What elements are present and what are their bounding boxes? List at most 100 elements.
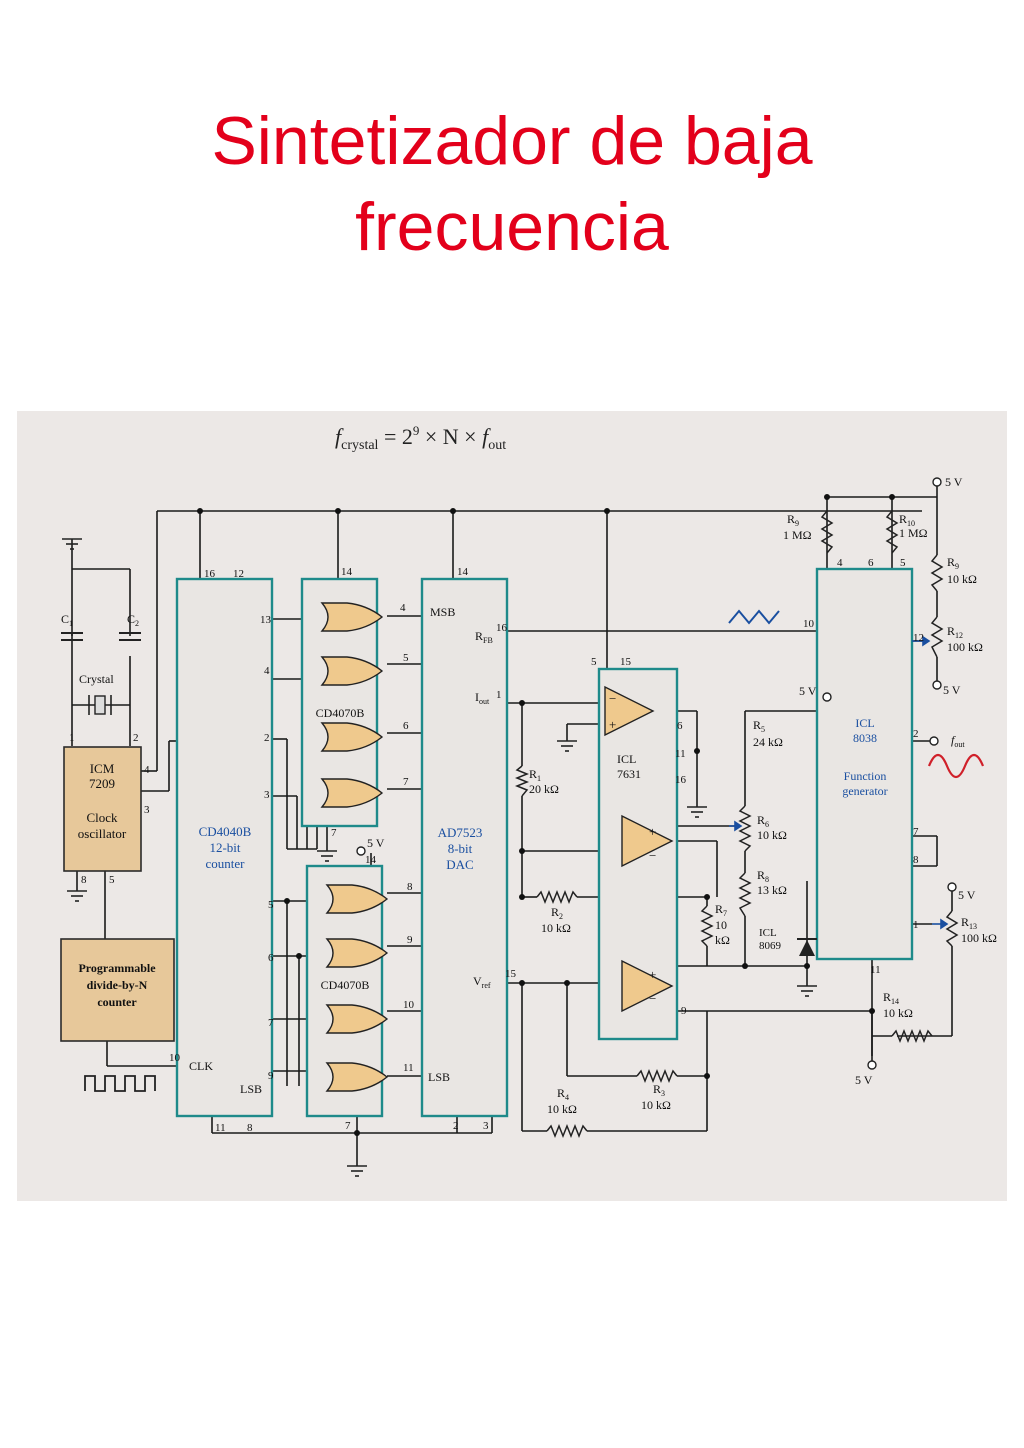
svg-text:−: − <box>609 691 616 706</box>
svg-text:13 kΩ: 13 kΩ <box>757 883 787 897</box>
svg-text:5 V: 5 V <box>799 684 817 698</box>
svg-text:4: 4 <box>264 665 270 677</box>
svg-text:8-bit: 8-bit <box>448 841 473 856</box>
svg-text:1: 1 <box>496 689 502 701</box>
resistors <box>514 510 959 1139</box>
svg-text:ICL: ICL <box>855 716 874 730</box>
svg-text:3: 3 <box>264 789 270 801</box>
sine-wave-icon <box>927 753 985 779</box>
svg-text:Function: Function <box>844 769 887 783</box>
ground-icon <box>797 985 817 997</box>
svg-text:AD7523: AD7523 <box>438 825 483 840</box>
svg-text:7209: 7209 <box>89 776 115 791</box>
svg-text:11: 11 <box>403 1062 414 1074</box>
xor-gate <box>325 1062 389 1092</box>
svg-text:R14: R14 <box>883 990 899 1006</box>
svg-text:1: 1 <box>913 919 919 931</box>
svg-text:5: 5 <box>268 899 274 911</box>
svg-text:R2: R2 <box>551 905 563 921</box>
resistor-r10 <box>885 510 899 554</box>
svg-text:5: 5 <box>403 652 409 664</box>
svg-text:9: 9 <box>268 1070 274 1082</box>
crystal <box>88 695 112 715</box>
diode-icl8069: ICL 8069 <box>759 927 817 956</box>
svg-text:5 V: 5 V <box>855 1073 873 1087</box>
svg-text:10 kΩ: 10 kΩ <box>547 1102 577 1116</box>
svg-text:R10: R10 <box>899 512 915 528</box>
svg-text:R13: R13 <box>961 915 977 931</box>
svg-text:2: 2 <box>453 1120 459 1132</box>
svg-text:ICM: ICM <box>90 761 115 776</box>
op-amp-signs: −+ +− +− <box>609 691 656 1006</box>
svg-text:10 kΩ: 10 kΩ <box>947 572 977 586</box>
xor-gate <box>325 884 389 914</box>
svg-text:−: − <box>649 848 656 863</box>
svg-text:counter: counter <box>206 856 246 871</box>
svg-text:6: 6 <box>403 720 409 732</box>
ground-icon <box>347 1165 367 1177</box>
svg-text:5: 5 <box>900 557 906 569</box>
resistor-r4 <box>546 1123 588 1139</box>
svg-text:13: 13 <box>260 614 272 626</box>
svg-text:ICL: ICL <box>759 927 777 939</box>
resistor-r9a <box>820 510 834 554</box>
terminal-icon <box>932 680 942 690</box>
svg-text:DAC: DAC <box>446 857 473 872</box>
triangle-wave-icon <box>728 609 780 625</box>
svg-text:R12: R12 <box>947 624 963 640</box>
svg-text:counter: counter <box>97 995 137 1009</box>
svg-text:14: 14 <box>365 854 377 866</box>
chip-divide-by-n-counter: Programmable divide-by-N counter <box>60 938 175 1042</box>
terminal-icon <box>947 882 957 892</box>
formula: fcrystal = 29 × N × fout <box>335 423 506 453</box>
resistor-labels: R1 20 kΩ R2 10 kΩ R3 10 kΩ R4 10 kΩ R5 2… <box>529 512 997 1116</box>
svg-text:7: 7 <box>403 776 409 788</box>
svg-text:10 kΩ: 10 kΩ <box>883 1006 913 1020</box>
svg-text:7: 7 <box>331 827 337 839</box>
svg-text:R9: R9 <box>787 512 799 528</box>
svg-text:16: 16 <box>675 774 687 786</box>
resistor-r14 <box>891 1028 933 1044</box>
svg-text:20 kΩ: 20 kΩ <box>529 782 559 796</box>
svg-text:5 V: 5 V <box>958 888 976 902</box>
slide-title-line-2: frecuencia <box>355 189 669 265</box>
svg-text:C1: C1 <box>61 612 73 628</box>
svg-text:12: 12 <box>233 568 244 580</box>
svg-text:10: 10 <box>715 918 727 932</box>
svg-text:1: 1 <box>69 732 75 744</box>
svg-text:oscillator: oscillator <box>78 826 127 841</box>
svg-text:6: 6 <box>868 557 874 569</box>
svg-text:CD4070B: CD4070B <box>316 706 365 720</box>
svg-text:R1: R1 <box>529 767 541 783</box>
terminal-icon <box>932 477 942 487</box>
ground-symbols <box>62 538 817 1177</box>
svg-text:CD4070B: CD4070B <box>321 978 370 992</box>
ground-icon <box>687 806 707 818</box>
resistor-r6 <box>738 805 752 852</box>
slide-title-line-1: Sintetizador de baja <box>211 103 813 179</box>
supply-terminals <box>356 477 957 1070</box>
svg-text:3: 3 <box>144 804 150 816</box>
svg-text:15: 15 <box>620 656 632 668</box>
resistor-r7 <box>700 905 714 947</box>
svg-text:10: 10 <box>803 618 815 630</box>
op-amp <box>621 814 674 868</box>
resistor-r1 <box>514 765 530 797</box>
svg-text:11: 11 <box>675 748 686 760</box>
svg-text:8038: 8038 <box>853 731 877 745</box>
resistor-r2 <box>536 889 578 905</box>
svg-text:+: + <box>649 824 656 839</box>
svg-text:Iout: Iout <box>475 690 490 706</box>
xor-gate <box>320 656 384 686</box>
circuit-diagram: fcrystal = 29 × N × fout <box>17 411 1007 1201</box>
ground-icon <box>317 850 337 862</box>
svg-text:100 kΩ: 100 kΩ <box>961 931 997 945</box>
chip-icl8038: ICL 8038 Function generator <box>815 567 914 961</box>
svg-text:1 MΩ: 1 MΩ <box>783 528 812 542</box>
svg-text:14: 14 <box>457 566 469 578</box>
svg-text:Programmable: Programmable <box>78 961 156 975</box>
svg-text:11: 11 <box>215 1122 226 1134</box>
svg-text:C2: C2 <box>127 612 139 628</box>
crystal-labels: C1 C2 Crystal <box>61 612 139 686</box>
capacitors <box>61 632 141 641</box>
